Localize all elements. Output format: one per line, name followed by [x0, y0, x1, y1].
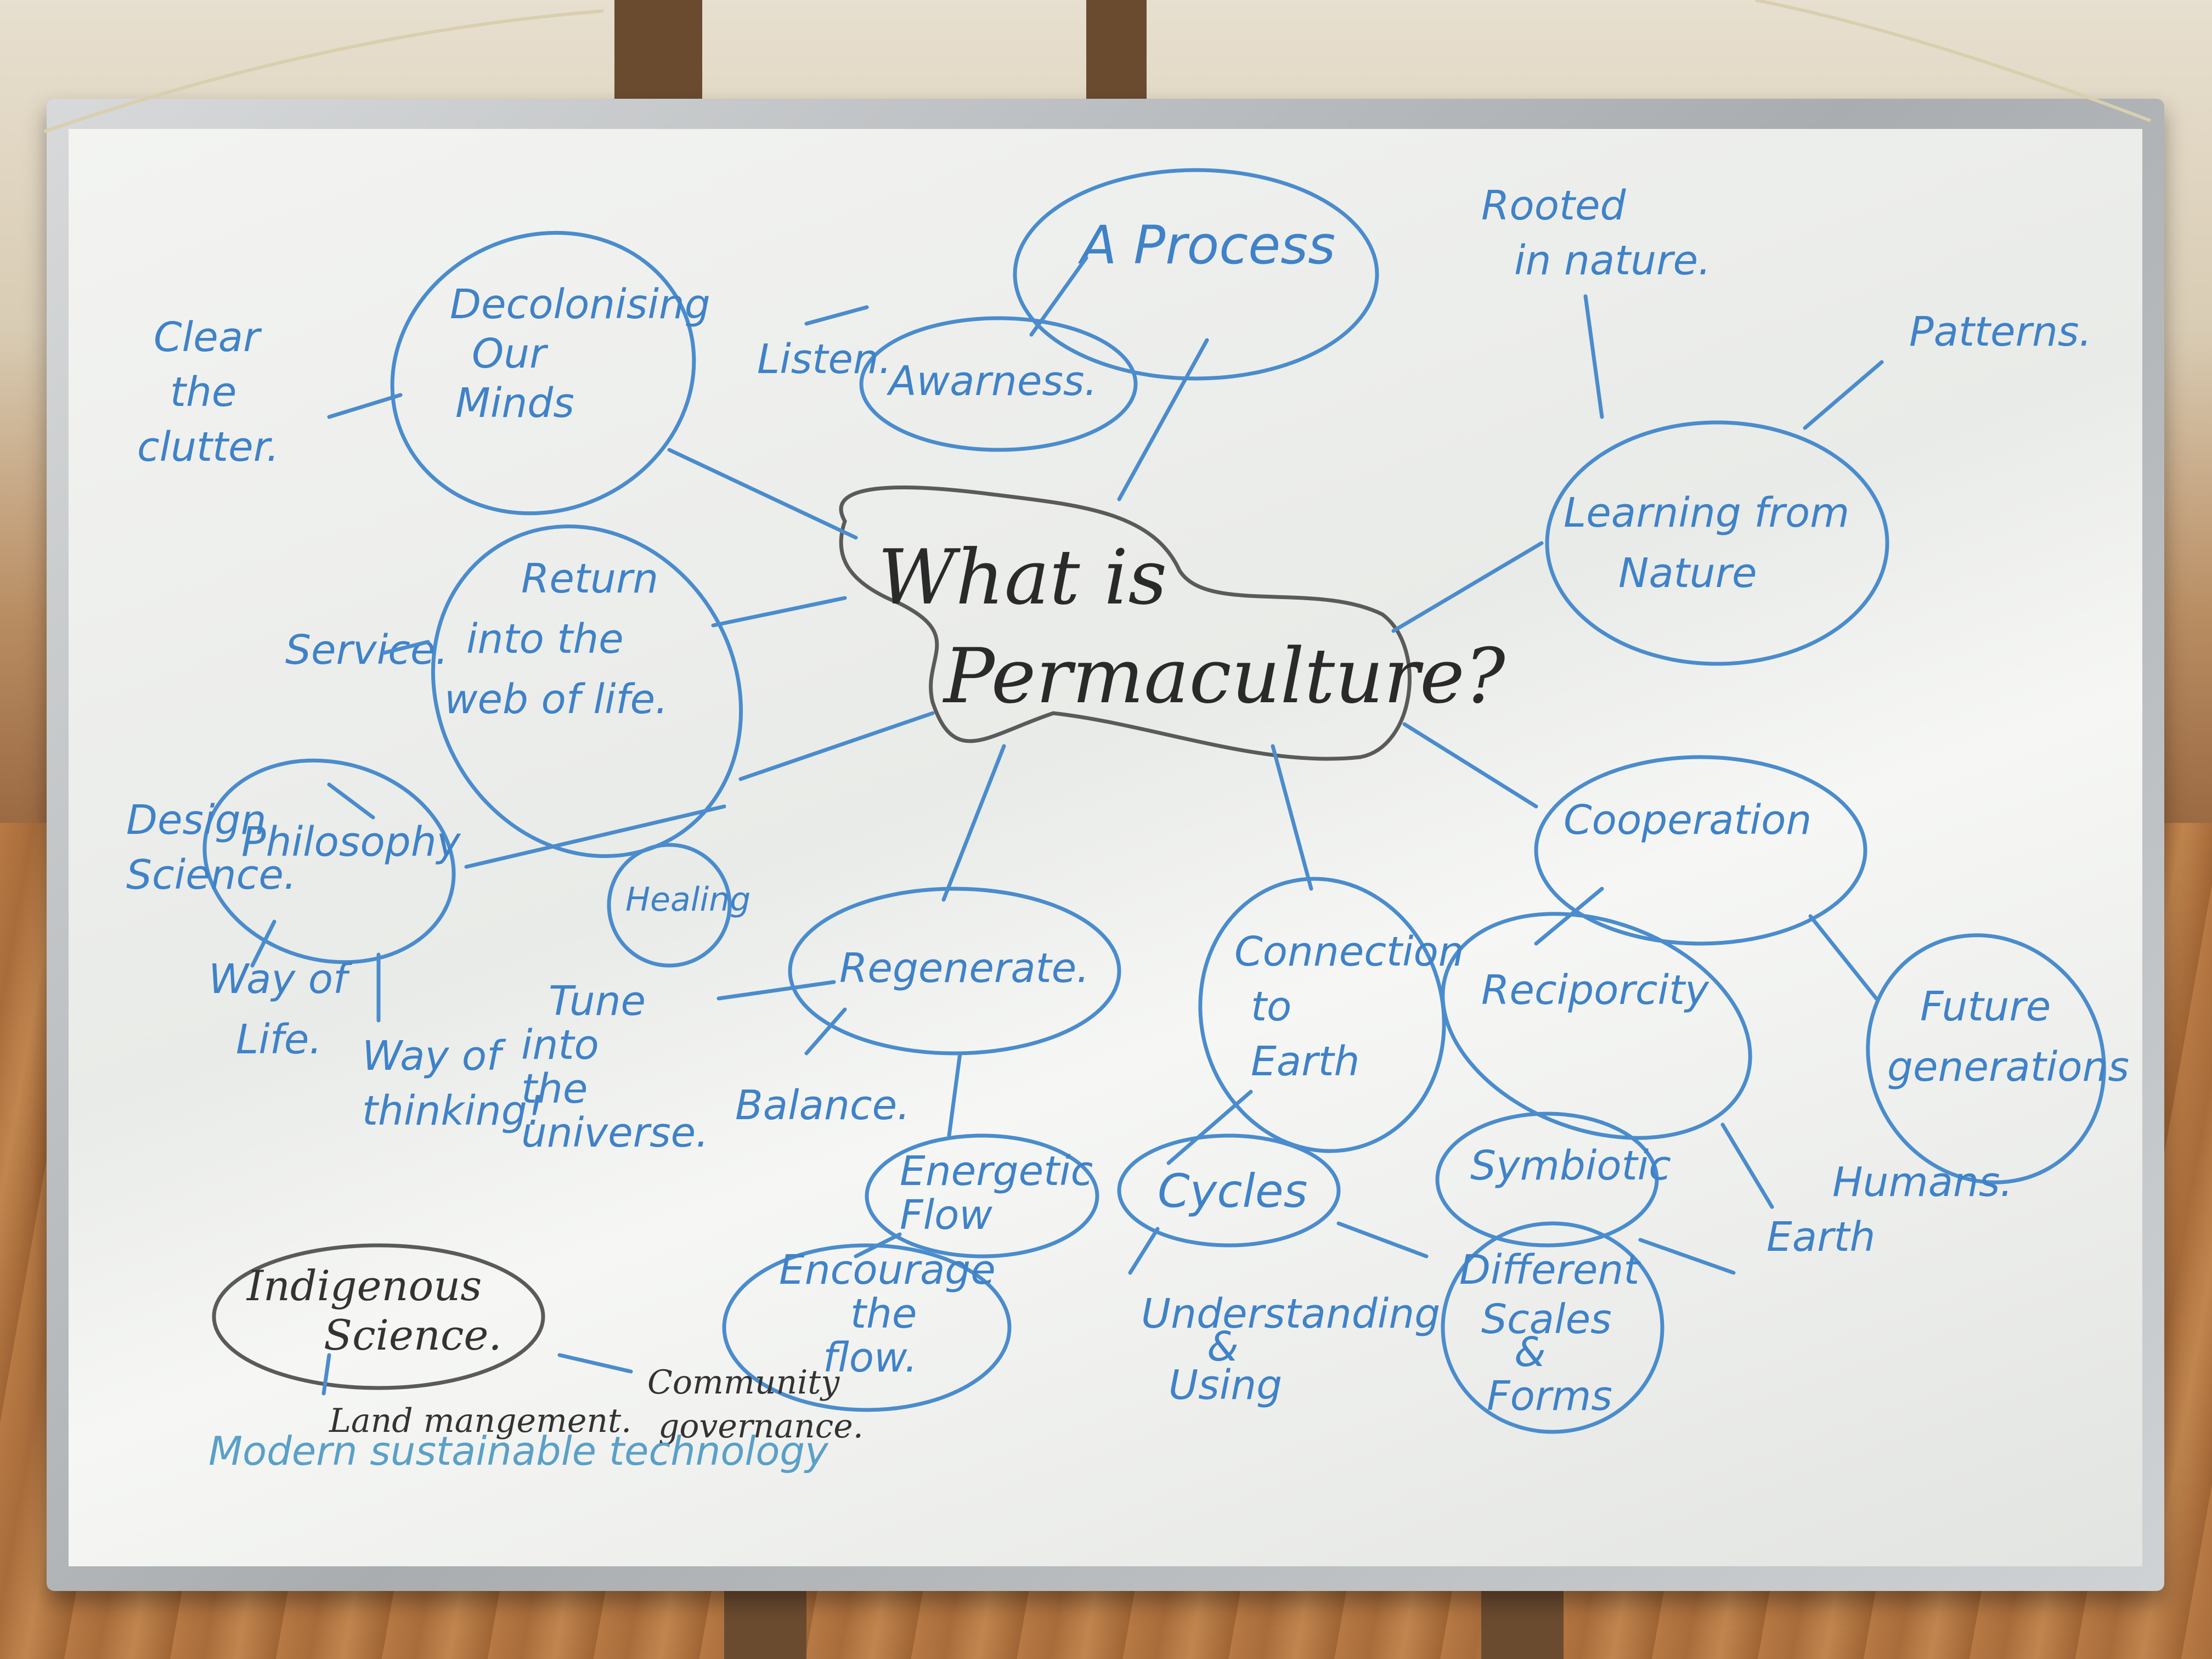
whiteboard-surface	[69, 129, 2142, 1566]
process-node-shape	[1013, 168, 1379, 381]
encourage-label-2: the	[850, 1290, 917, 1338]
community-label-2: governance.	[658, 1407, 864, 1446]
awareness-node-shape	[859, 316, 1138, 452]
scales-label-1: Different	[1459, 1246, 1641, 1294]
understanding-label-2: &	[1207, 1323, 1239, 1370]
reciprocity-node-shape	[1441, 912, 1752, 1140]
wayoflife-label-1: Way of	[208, 956, 353, 1003]
reciprocity-label: Reciporcity	[1481, 967, 1709, 1014]
philosophy-label: Philosophy	[241, 819, 461, 866]
cooperation-label: Cooperation	[1564, 797, 1812, 844]
hanging-string	[43, 0, 2152, 133]
wayoflife-label-2: Life.	[236, 1016, 322, 1063]
modern-label: Modern sustainable technology	[208, 1428, 829, 1474]
easel-leg-right	[1481, 1580, 1564, 1659]
clear-label-2: the	[170, 369, 236, 416]
energetic-node-shape	[865, 1133, 1099, 1259]
land-label: Land mangement.	[329, 1402, 631, 1440]
easel-leg-left	[724, 1580, 806, 1659]
learning-label-2: Nature	[1618, 550, 1757, 597]
connection-node-shape	[1198, 877, 1446, 1153]
scales-label-3: &	[1514, 1329, 1546, 1376]
scales-node-shape	[1441, 1221, 1664, 1434]
future-node-shape	[1866, 933, 2106, 1184]
learning-label-1: Learning from	[1564, 489, 1849, 537]
patterns-label: Patterns.	[1909, 308, 2092, 356]
connection-label-3: Earth	[1251, 1038, 1359, 1085]
regenerate-node-shape	[788, 887, 1121, 1056]
decolonising-label-1: Decolonising	[450, 281, 710, 328]
rooted-label-1: Rooted	[1481, 182, 1627, 229]
symbiotic-node-shape	[1435, 1111, 1659, 1248]
service-label: Service.	[285, 627, 448, 674]
decolonising-label-3: Minds	[455, 380, 574, 427]
healing-node-shape	[607, 843, 732, 968]
tune-label-1: Tune	[549, 978, 646, 1025]
wayofthinking-label-2: thinking!	[362, 1087, 543, 1135]
indigenous-label-2: Science.	[324, 1311, 502, 1359]
energetic-label-1: Energetic	[900, 1148, 1093, 1195]
encourage-node-shape	[722, 1243, 1012, 1412]
connection-label-1: Connection	[1234, 928, 1464, 975]
awareness-label: Awarness.	[887, 358, 1097, 405]
indigenous-node-shape	[212, 1243, 545, 1390]
energetic-label-2: Flow	[900, 1192, 992, 1239]
listen-label: Listen.	[757, 336, 891, 383]
balance-label: Balance.	[735, 1082, 910, 1129]
tune-label-3: the	[521, 1065, 588, 1113]
clear-label-1: Clear	[154, 314, 262, 361]
philosophy-node-shape	[202, 758, 456, 964]
tune-label-2: into	[521, 1022, 599, 1069]
return-label-2: into the	[466, 616, 624, 663]
understanding-label-3: Using	[1169, 1362, 1282, 1409]
process-label: A Process	[1077, 215, 1335, 276]
cooperation-node-shape	[1534, 755, 1867, 946]
decolonising-node-shape	[390, 230, 696, 516]
return-label-3: web of life.	[444, 676, 668, 723]
future-label-2: generations	[1887, 1043, 2129, 1091]
future-label-1: Future	[1920, 983, 2051, 1030]
design-label-2: Science.	[126, 851, 296, 899]
scales-label-2: Scales	[1481, 1296, 1612, 1343]
design-label-1: Design	[126, 797, 267, 844]
cycles-label: Cycles	[1158, 1164, 1307, 1218]
humans-label: Humans.	[1832, 1159, 2013, 1206]
cycles-node-shape	[1117, 1133, 1341, 1248]
decolonising-label-2: Our	[472, 330, 549, 377]
understanding-label-1: Understanding	[1141, 1290, 1440, 1338]
encourage-label-1: Encourage	[779, 1246, 996, 1294]
return-label-1: Return	[521, 555, 658, 602]
healing-label: Healing	[625, 881, 751, 919]
arrows	[250, 256, 1884, 1396]
tune-label-4: universe.	[521, 1109, 709, 1156]
wayofthinking-label-1: Way of	[362, 1032, 506, 1080]
title-line-2: Permaculture?	[942, 632, 1506, 720]
clear-label-3: clutter.	[137, 424, 279, 471]
regenerate-label: Regenerate.	[839, 945, 1090, 992]
return-node-shape	[431, 524, 743, 858]
symbiotic-label: Symbiotic	[1470, 1142, 1671, 1189]
central-node-shape	[839, 485, 1412, 761]
indigenous-label-1: Indigenous	[246, 1261, 482, 1310]
community-label-1: Community	[647, 1363, 840, 1402]
title-line-1: What is	[878, 533, 1167, 622]
learning-node-shape	[1545, 420, 1889, 666]
connection-label-2: to	[1251, 983, 1291, 1030]
scales-label-4: Forms	[1487, 1373, 1612, 1420]
earth-label: Earth	[1767, 1214, 1875, 1261]
encourage-label-3: flow.	[823, 1334, 917, 1381]
rooted-label-2: in nature.	[1514, 237, 1711, 284]
